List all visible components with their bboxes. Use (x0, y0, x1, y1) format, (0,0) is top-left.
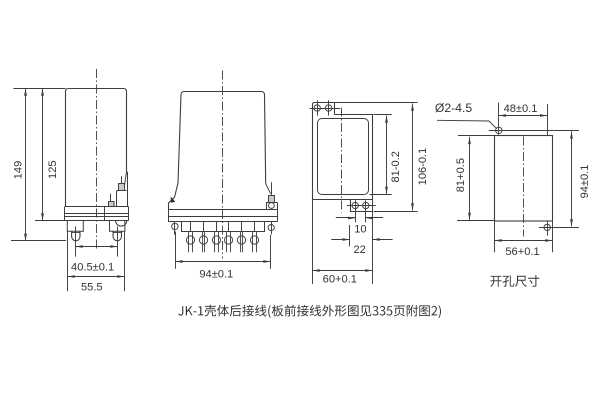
svg-text:10: 10 (354, 224, 366, 236)
svg-text:22: 22 (354, 244, 366, 256)
svg-text:94±0.1: 94±0.1 (199, 269, 233, 281)
svg-text:149: 149 (13, 161, 25, 180)
svg-text:106-0.1: 106-0.1 (417, 148, 429, 186)
svg-text:125: 125 (47, 160, 59, 179)
svg-text:81-0.2: 81-0.2 (390, 151, 402, 182)
svg-text:48±0.1: 48±0.1 (504, 103, 538, 115)
svg-text:40.5±0.1: 40.5±0.1 (71, 262, 114, 274)
svg-text:60+0.1: 60+0.1 (323, 274, 357, 286)
svg-text:Ø2-4.5: Ø2-4.5 (435, 101, 472, 115)
svg-text:55.5: 55.5 (81, 282, 103, 294)
svg-text:94±0.1: 94±0.1 (579, 165, 591, 199)
svg-text:56+0.1: 56+0.1 (505, 246, 539, 258)
svg-text:81+0.5: 81+0.5 (455, 158, 467, 192)
